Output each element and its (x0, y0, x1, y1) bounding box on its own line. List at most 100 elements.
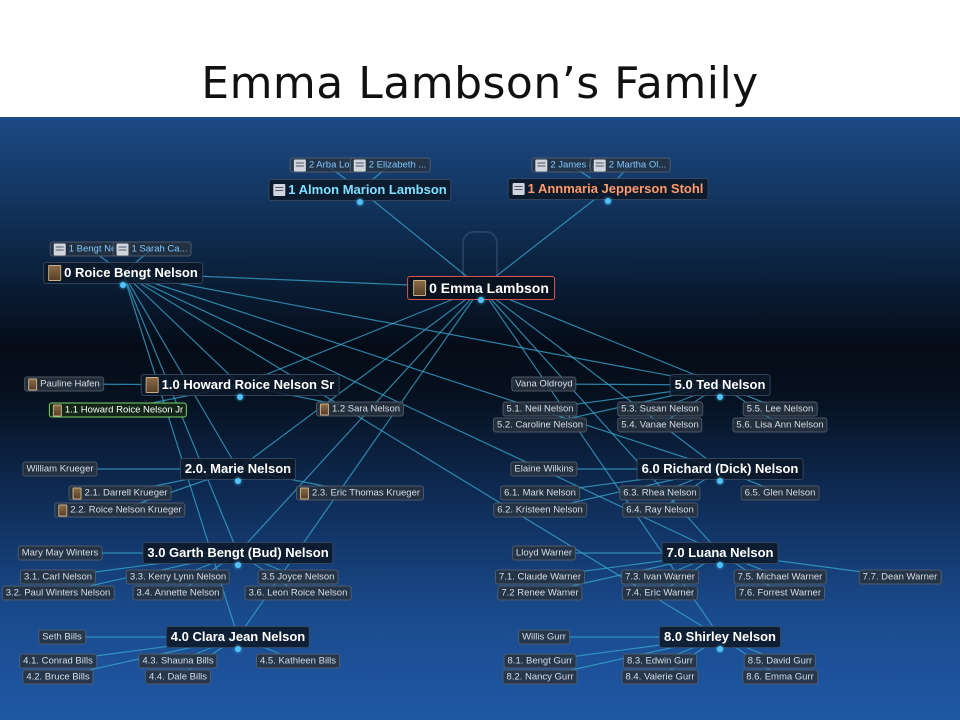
person-node-susan[interactable]: 5.3. Susan Nelson (617, 401, 703, 417)
page-title: Emma Lambson’s Family (201, 58, 759, 109)
person-label: 3.4. Annette Nelson (136, 587, 220, 599)
person-label: 0 Emma Lambson (429, 280, 549, 296)
person-node-valerie[interactable]: 8.4. Valerie Gurr (621, 669, 699, 685)
person-label: 5.4. Vanae Nelson (621, 419, 699, 431)
person-node-howard[interactable]: 1.0 Howard Roice Nelson Sr (140, 374, 340, 396)
person-node-conrad[interactable]: 4.1. Conrad Bills (19, 653, 97, 669)
person-label: 6.3. Rhea Nelson (623, 487, 697, 499)
person-node-vana[interactable]: Vana Oldroyd (511, 376, 577, 392)
person-node-arba[interactable]: 2 Arba Lor... (289, 157, 365, 173)
edge-emma-richard (480, 287, 721, 470)
person-node-garth[interactable]: 3.0 Garth Bengt (Bud) Nelson (142, 542, 334, 564)
person-node-joyce[interactable]: 3.5 Joyce Nelson (257, 569, 339, 585)
person-node-sara[interactable]: 1.2 Sara Nelson (315, 401, 405, 417)
person-node-carl[interactable]: 3.1. Carl Nelson (19, 569, 97, 585)
person-node-ericthomas[interactable]: 2.3. Eric Thomas Krueger (295, 485, 425, 501)
family-tree-canvas[interactable]: 0 Emma Lambson 1 Almon Marion Lambson 1 An… (0, 117, 960, 720)
person-node-forrest[interactable]: 7.6. Forrest Warner (734, 585, 826, 601)
person-node-roice[interactable]: 0 Roice Bengt Nelson (43, 262, 203, 284)
person-photo-icon (413, 280, 427, 296)
edge-roice-howard (122, 272, 241, 386)
person-node-edwin[interactable]: 8.3. Edwin Gurr (623, 653, 697, 669)
person-node-rhea[interactable]: 6.3. Rhea Nelson (619, 485, 701, 501)
person-photo-icon (145, 377, 159, 393)
person-node-bengt[interactable]: 1 Bengt Nel... (49, 241, 131, 257)
edge-roice-shirley (122, 272, 721, 638)
person-node-marymay[interactable]: Mary May Winters (17, 545, 103, 561)
person-node-neil[interactable]: 5.1. Neil Nelson (502, 401, 578, 417)
person-node-emma[interactable]: 0 Emma Lambson (407, 276, 555, 300)
person-node-shirley[interactable]: 8.0 Shirley Nelson (659, 626, 781, 648)
person-node-emmag[interactable]: 8.6. Emma Gurr (742, 669, 818, 685)
person-node-lee[interactable]: 5.5. Lee Nelson (742, 401, 818, 417)
person-node-kerry[interactable]: 3.3. Kerry Lynn Nelson (125, 569, 231, 585)
person-label: 5.5. Lee Nelson (746, 403, 814, 415)
person-node-seth[interactable]: Seth Bills (38, 629, 86, 645)
person-label: 8.1. Bengt Gurr (507, 655, 573, 667)
person-node-annmaria[interactable]: 1 Annmaria Jepperson Stohl (507, 178, 709, 200)
person-node-wkrueger[interactable]: William Krueger (22, 461, 98, 477)
person-node-david[interactable]: 8.5. David Gurr (743, 653, 817, 669)
edge-roice-luana (122, 272, 721, 554)
person-node-marie[interactable]: 2.0. Marie Nelson (179, 458, 297, 480)
person-node-willis[interactable]: Willis Gurr (518, 629, 570, 645)
person-label: 1 Bengt Nel... (68, 243, 127, 255)
person-card-icon (593, 159, 606, 171)
person-node-leon[interactable]: 3.6. Leon Roice Nelson (244, 585, 352, 601)
person-node-ericw[interactable]: 7.4. Eric Warner (621, 585, 699, 601)
person-node-howardjr[interactable]: 1.1 Howard Roice Nelson Jr (48, 402, 188, 418)
person-label: 1.2 Sara Nelson (331, 403, 401, 415)
person-node-ivan[interactable]: 7.3. Ivan Warner (621, 569, 699, 585)
person-node-kathleen[interactable]: 4.5. Kathleen Bills (255, 653, 341, 669)
person-node-sarah[interactable]: 1 Sarah Ca... (112, 241, 192, 257)
person-node-bruce[interactable]: 4.2. Bruce Bills (22, 669, 94, 685)
person-node-annette[interactable]: 3.4. Annette Nelson (132, 585, 224, 601)
connector-dot (605, 198, 611, 204)
person-label: Elaine Wilkins (514, 463, 574, 475)
person-node-martha[interactable]: 2 Martha Ol... (589, 157, 671, 173)
person-node-ray[interactable]: 6.4. Ray Nelson (622, 502, 698, 518)
connector-dot (235, 478, 241, 484)
person-node-renee[interactable]: 7.2 Renee Warner (497, 585, 583, 601)
person-node-dean[interactable]: 7.7. Dean Warner (858, 569, 942, 585)
person-node-lloyd[interactable]: Lloyd Warner (511, 545, 577, 561)
person-node-elizabeth[interactable]: 2 Elizabeth ... (349, 157, 431, 173)
person-node-lisa[interactable]: 5.6. Lisa Ann Nelson (732, 417, 828, 433)
person-label: 6.5. Glen Nelson (744, 487, 816, 499)
person-node-michael[interactable]: 7.5. Michael Warner (733, 569, 827, 585)
person-label: 1.1 Howard Roice Nelson Jr (64, 404, 184, 416)
person-node-elaine[interactable]: Elaine Wilkins (510, 461, 578, 477)
person-node-ted[interactable]: 5.0 Ted Nelson (669, 374, 771, 396)
person-node-caroline[interactable]: 5.2. Caroline Nelson (492, 417, 588, 433)
edge-roice-marie (122, 272, 239, 470)
connector-dot (717, 394, 723, 400)
person-node-roicek[interactable]: 2.2. Roice Nelson Krueger (54, 502, 186, 518)
person-node-paulw[interactable]: 3.2. Paul Winters Nelson (1, 585, 115, 601)
person-node-darrell[interactable]: 2.1. Darrell Krueger (68, 485, 172, 501)
person-node-luana[interactable]: 7.0 Luana Nelson (661, 542, 779, 564)
person-node-richard[interactable]: 6.0 Richard (Dick) Nelson (636, 458, 804, 480)
person-node-almon[interactable]: 1 Almon Marion Lambson (268, 179, 452, 201)
person-card-icon (512, 183, 525, 195)
person-label: 2.3. Eric Thomas Krueger (311, 487, 421, 499)
person-node-glen[interactable]: 6.5. Glen Nelson (740, 485, 820, 501)
person-node-bengtg[interactable]: 8.1. Bengt Gurr (503, 653, 577, 669)
person-card-icon (353, 159, 366, 171)
person-node-kristeen[interactable]: 6.2. Kristeen Nelson (493, 502, 587, 518)
person-node-nancy[interactable]: 8.2. Nancy Gurr (502, 669, 578, 685)
person-label: 8.3. Edwin Gurr (627, 655, 693, 667)
person-node-claude[interactable]: 7.1. Claude Warner (494, 569, 586, 585)
person-label: 6.4. Ray Nelson (626, 504, 694, 516)
person-label: William Krueger (26, 463, 94, 475)
person-node-clara[interactable]: 4.0 Clara Jean Nelson (165, 626, 311, 648)
person-label: 2 James (J... (550, 159, 605, 171)
person-node-shauna[interactable]: 4.3. Shauna Bills (138, 653, 218, 669)
person-node-pauline[interactable]: Pauline Hafen (24, 376, 104, 392)
person-node-mark[interactable]: 6.1. Mark Nelson (500, 485, 580, 501)
person-label: 8.0 Shirley Nelson (664, 629, 776, 644)
person-card-icon (293, 159, 306, 171)
person-label: 4.2. Bruce Bills (26, 671, 90, 683)
person-label: 5.2. Caroline Nelson (496, 419, 584, 431)
person-node-vanae[interactable]: 5.4. Vanae Nelson (617, 417, 703, 433)
person-node-dale[interactable]: 4.4. Dale Bills (144, 669, 212, 685)
